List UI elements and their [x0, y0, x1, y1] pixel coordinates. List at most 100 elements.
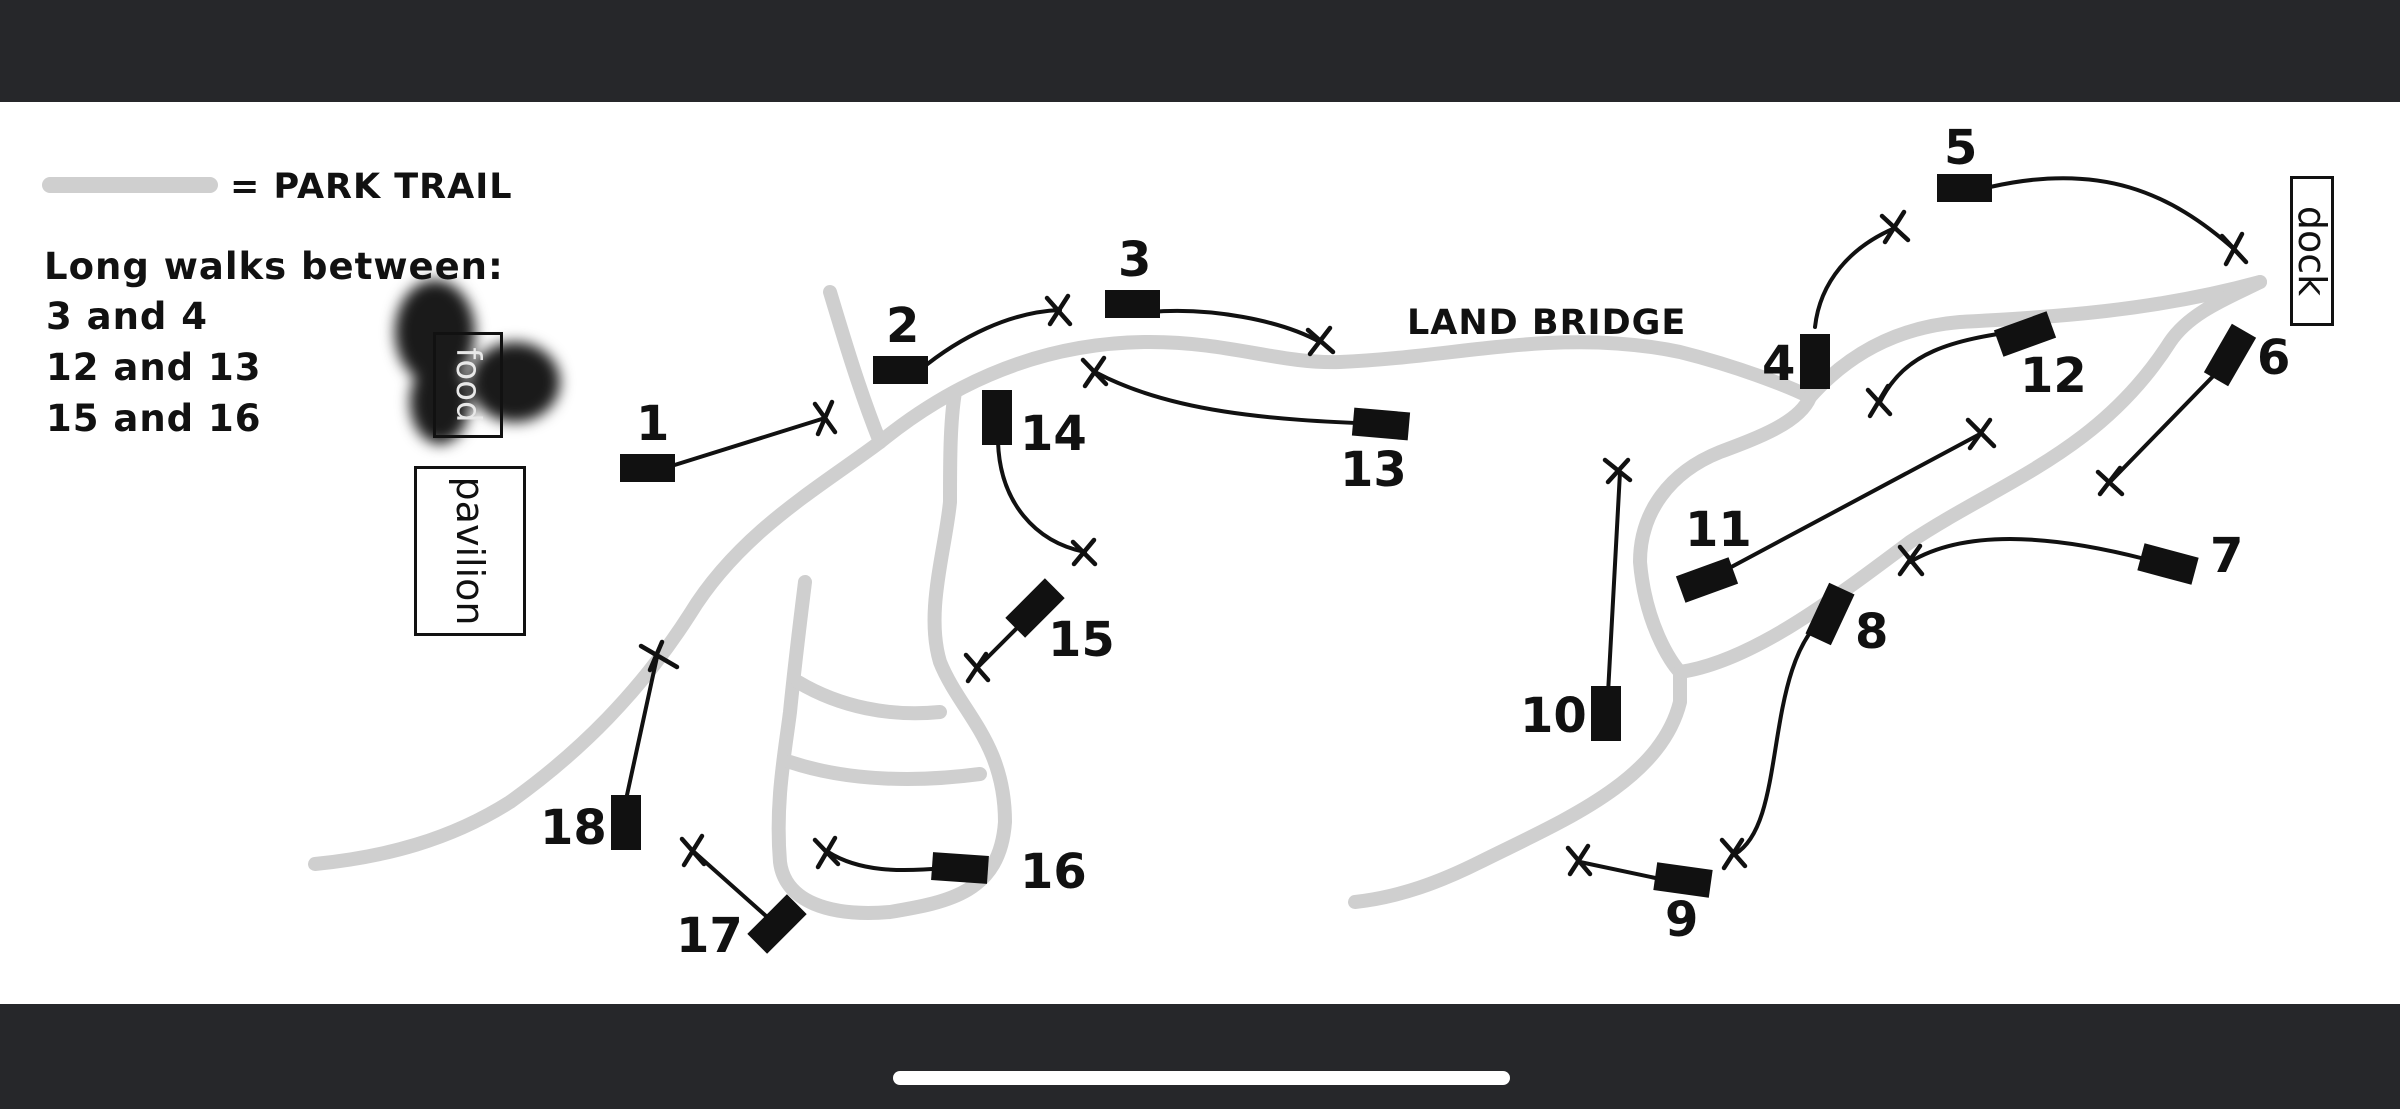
hole-1-tee	[620, 454, 675, 482]
hole-4-tee	[1800, 334, 1830, 389]
bottom-bar	[0, 1004, 2400, 1109]
food-label: food	[448, 347, 488, 423]
hole-number: 12	[2020, 348, 2087, 404]
hole-11-basket	[1965, 417, 1997, 451]
park-trails	[308, 275, 2267, 920]
hole-number: 2	[886, 298, 920, 354]
trail-right-loop-outer	[1348, 390, 1817, 909]
hole-4-line	[1813, 226, 1897, 329]
hole-11-line	[1705, 432, 1982, 582]
top-status-bar	[0, 0, 2400, 102]
pavilion-box: pavilion	[414, 466, 526, 636]
food-box: food	[433, 332, 503, 438]
hole-number: 16	[1020, 844, 1087, 900]
hole-number: 15	[1048, 612, 1115, 668]
hole-3-tee	[1105, 290, 1160, 318]
hole-number: 9	[1665, 892, 1699, 948]
hole-16-line	[826, 850, 947, 873]
hole-6-basket	[2095, 465, 2125, 497]
hole-number: 17	[676, 908, 743, 964]
hole-15-tee	[1005, 578, 1065, 638]
hole-16-tee	[931, 852, 989, 884]
hole-5-tee	[1937, 174, 1992, 202]
hole-lines	[625, 176, 2237, 926]
hole-9-basket	[1565, 843, 1593, 877]
hole-number: 14	[1020, 406, 1087, 462]
hole-5-basket	[2219, 231, 2249, 267]
hole-9-line	[1578, 860, 1667, 882]
legend-trail-label: = PARK TRAIL	[230, 167, 513, 207]
hole-13-line	[1093, 370, 1382, 426]
hole-13-tee	[1351, 407, 1411, 441]
hole-8-basket	[1719, 837, 1748, 871]
hole-number: 11	[1685, 502, 1752, 558]
legend-heading: Long walks between:	[44, 245, 504, 288]
hole-1-basket	[812, 399, 838, 437]
hole-10-tee	[1591, 686, 1621, 741]
hole-number: 13	[1340, 442, 1407, 498]
trail-right-loop-upper	[1803, 275, 2267, 404]
trail-right-loop-inner	[1673, 275, 2267, 679]
legend-item: 3 and 4	[46, 295, 209, 338]
hole-10-line	[1605, 470, 1622, 714]
park-map: = PARK TRAIL Long walks between: 3 and 4…	[0, 102, 2400, 1004]
hole-15-basket	[963, 651, 991, 684]
hole-7-tee	[2137, 543, 2199, 585]
hole-17-tee	[747, 894, 807, 954]
hole-number: 1	[636, 396, 670, 452]
hole-2-basket	[1044, 293, 1073, 327]
trail-main	[873, 335, 1817, 449]
hole-3-line	[1148, 308, 1322, 344]
map-drawing	[42, 174, 2267, 954]
pavilion-label: pavilion	[448, 476, 492, 626]
home-indicator[interactable]	[893, 1071, 1510, 1085]
tee-boxes	[611, 174, 2257, 954]
hole-7-basket	[1897, 543, 1925, 577]
hole-number: 5	[1944, 120, 1978, 176]
hole-16-basket	[812, 835, 841, 870]
hole-number: 18	[540, 800, 607, 856]
hole-1-line	[663, 416, 827, 470]
hole-14-basket	[1070, 537, 1098, 567]
hole-12-basket	[1865, 383, 1893, 419]
dock-box: dock	[2290, 176, 2334, 326]
hole-number: 3	[1118, 232, 1152, 288]
hole-13-basket	[1080, 355, 1109, 389]
trail-inner-fork	[771, 385, 1012, 920]
hole-6-tee	[2203, 323, 2257, 387]
hole-number: 8	[1855, 604, 1889, 660]
hole-17-basket	[679, 833, 707, 868]
hole-5-line	[1988, 176, 2237, 252]
hole-6-line	[2108, 362, 2227, 484]
hole-2-tee	[873, 356, 928, 384]
baskets	[638, 209, 2249, 877]
hole-2-line	[918, 308, 1062, 372]
hole-8-tee	[1805, 582, 1855, 646]
hole-number: 10	[1520, 688, 1587, 744]
hole-4-basket	[1879, 209, 1911, 245]
hole-10-basket	[1602, 457, 1633, 485]
hole-17-line	[691, 849, 777, 926]
hole-8-line	[1733, 610, 1832, 856]
hole-number: 7	[2210, 528, 2244, 584]
hole-9-tee	[1653, 862, 1713, 898]
trail-vertical-left	[823, 285, 887, 449]
hole-18-line	[625, 655, 659, 797]
legend-item: 12 and 13	[46, 346, 262, 389]
hole-12-tee	[1993, 311, 2057, 357]
hole-14-line	[996, 440, 1087, 554]
hole-18-tee	[611, 795, 641, 850]
hole-3-basket	[1305, 325, 1336, 357]
hole-number: 6	[2257, 330, 2291, 386]
trail-upper	[308, 435, 887, 871]
trail-rung-2	[783, 755, 987, 786]
hole-7-line	[1908, 537, 2147, 564]
trail-rung-1	[791, 675, 947, 721]
legend-item: 15 and 16	[46, 397, 262, 440]
land-bridge-label: LAND BRIDGE	[1407, 303, 1687, 343]
dock-label: dock	[2290, 205, 2334, 297]
hole-11-tee	[1675, 557, 1739, 603]
hole-number: 4	[1762, 336, 1796, 392]
hole-18-basket	[638, 639, 680, 673]
hole-14-tee	[982, 390, 1012, 445]
